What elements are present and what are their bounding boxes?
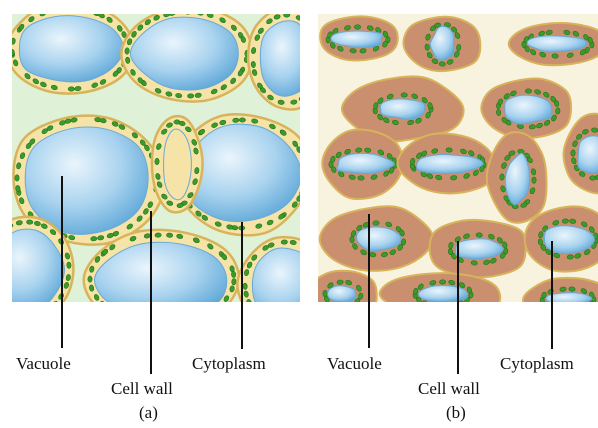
chloroplast (476, 233, 483, 238)
chloroplast (373, 221, 380, 226)
cell-wall-pointer-b (457, 241, 459, 374)
chloroplast (155, 233, 162, 238)
chloroplast (571, 150, 576, 157)
cytoplasm-pointer-a (241, 222, 243, 349)
shrunken-vacuole (578, 136, 598, 174)
shrunken-vacuole (381, 99, 425, 120)
cytoplasm-pointer-b (551, 241, 553, 349)
plasmolyzed-cell (403, 17, 480, 71)
vacuole-pointer-a (61, 176, 63, 348)
shrunken-vacuole (505, 95, 552, 124)
chloroplast (590, 176, 596, 181)
panel-caption-a: (a) (139, 404, 158, 421)
chloroplast (439, 62, 446, 67)
vacuole-label-b: Vacuole (327, 355, 382, 372)
chloroplast (26, 220, 33, 225)
chloroplast (68, 87, 74, 92)
chloroplast (243, 283, 248, 290)
plasmolyzed-cell (320, 16, 398, 60)
shrunken-vacuole (328, 286, 356, 302)
turgid-cells-illustration (12, 14, 300, 302)
shrunken-vacuole (418, 286, 467, 302)
chloroplast (555, 108, 560, 115)
chloroplast (562, 219, 569, 224)
chloroplast (532, 177, 537, 184)
chloroplast (439, 280, 445, 285)
vacuole (25, 127, 148, 234)
chloroplast (187, 93, 194, 98)
chloroplast (358, 176, 365, 181)
chloroplast (552, 54, 559, 59)
chloroplast (281, 240, 288, 245)
cell-wall-label-b: Cell wall (418, 380, 480, 397)
vacuole-label-a: Vacuole (16, 355, 71, 372)
chloroplast (231, 271, 236, 278)
cytoplasm-label-b: Cytoplasm (500, 355, 574, 372)
chloroplast (354, 25, 360, 30)
panel-a-turgid-cells (12, 14, 300, 302)
chloroplast (15, 175, 20, 181)
chloroplast (125, 48, 130, 55)
chloroplast (446, 148, 453, 153)
vacuole-pointer-b (368, 214, 370, 348)
plasmolyzed-cell (430, 220, 526, 277)
vacuole (164, 129, 192, 200)
chloroplast (231, 278, 236, 285)
turgid-cell (12, 14, 134, 94)
cell-wall-label-a: Cell wall (111, 380, 173, 397)
plasmolyzed-cell (481, 78, 571, 138)
chloroplast (90, 236, 97, 241)
chloroplast (232, 118, 239, 123)
vacuole (260, 21, 300, 97)
chloroplast (155, 158, 160, 165)
chloroplast (283, 14, 289, 17)
chloroplast (525, 89, 531, 94)
panel-caption-b: (b) (446, 404, 466, 421)
chloroplast (323, 290, 328, 297)
chloroplast (66, 262, 71, 269)
turgid-cell (152, 116, 203, 212)
chloroplast (500, 174, 505, 181)
plasmolyzed-cell (322, 130, 402, 199)
vacuole (19, 16, 123, 82)
chloroplast (166, 233, 173, 238)
chloroplast (567, 254, 574, 259)
cytoplasm-label-a: Cytoplasm (192, 355, 266, 372)
chloroplast (239, 118, 245, 122)
chloroplast (591, 128, 598, 133)
cell-wall-pointer-a (150, 211, 152, 374)
turgid-cells-group (12, 14, 300, 302)
chloroplast (350, 236, 355, 243)
plasmolyzed-cell (509, 23, 598, 65)
chloroplast (88, 276, 92, 282)
chloroplast (401, 93, 408, 98)
